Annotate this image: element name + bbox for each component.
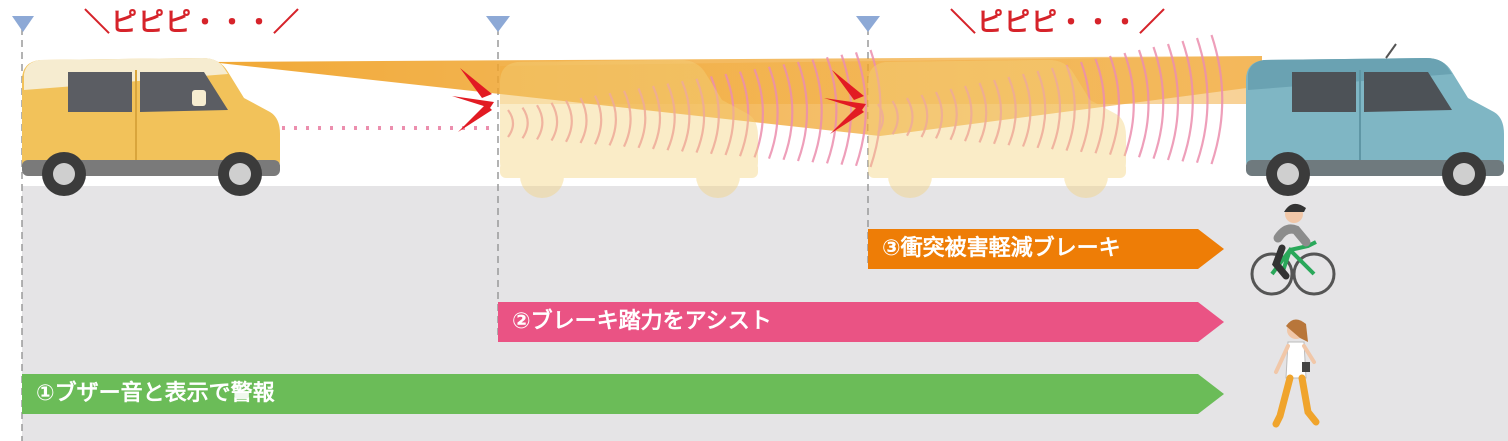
pedestrian-icon (1272, 319, 1320, 428)
radar-wave-arc (854, 52, 867, 167)
radar-wave-arc (811, 59, 823, 163)
radar-wave-arc (782, 64, 794, 161)
car-icon (22, 58, 280, 196)
warning-burst-icon (452, 68, 494, 132)
beep-label-2: ＼ピピピ・・・／ (950, 8, 1167, 38)
radar-wave-arc (825, 56, 838, 164)
radar-wave-arc (1181, 40, 1194, 162)
radar-wave-arc (1166, 43, 1180, 161)
warning-burst-icon (824, 70, 866, 134)
radar-wave-arc (1123, 52, 1135, 157)
cyclist-icon (1250, 203, 1336, 296)
radar-wave-arc (1195, 37, 1209, 164)
radar-wave-arc (840, 54, 853, 165)
radar-wave-arc (767, 66, 779, 159)
step-3-autobrake: ③衝突被害軽減ブレーキ (868, 229, 1224, 269)
step-2-brake-assist: ②ブレーキ踏力をアシスト (498, 302, 1224, 342)
radar-wave-arc (1152, 46, 1165, 160)
car-icon (1246, 43, 1504, 196)
marker-triangle-icon (12, 16, 880, 32)
radar-wave-arc (1210, 34, 1224, 165)
step-1-buzzer-warning: ①ブザー音と表示で警報 (22, 374, 1224, 414)
radar-wave-arc (796, 61, 809, 162)
beep-label-1: ＼ピピピ・・・／ (84, 8, 301, 38)
radar-wave-arc (1137, 49, 1150, 158)
